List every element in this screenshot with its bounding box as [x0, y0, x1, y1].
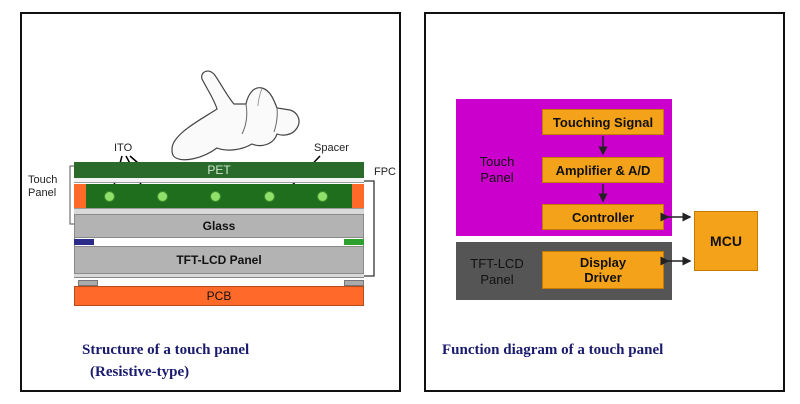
amplifier-ad-block: Amplifier & A/D	[542, 157, 664, 183]
pet-label: PET	[207, 163, 231, 177]
controller-block: Controller	[542, 204, 664, 230]
display-driver-line1: Display	[579, 255, 627, 270]
structure-caption-line1: Structure of a touch panel	[82, 342, 250, 358]
left-standoff	[78, 280, 98, 286]
structure-caption-line2: (Resistive-type)	[90, 364, 190, 380]
fpc-label: FPC	[374, 166, 396, 178]
tft-lcd-zone-label-line2: Panel	[480, 272, 514, 287]
tft-base	[74, 274, 364, 278]
mcu-block: MCU	[694, 211, 758, 271]
polarizer-gap	[74, 238, 364, 246]
spacer-dot	[104, 191, 115, 202]
signal-arrows	[598, 136, 692, 266]
spacer-dot	[157, 191, 168, 202]
left-edge-seal	[74, 184, 86, 208]
glass-label: Glass	[202, 219, 236, 233]
ito-label: ITO	[114, 142, 133, 154]
tft-lcd-layer: TFT-LCD Panel	[74, 246, 364, 274]
touch-panel-zone-label-line1: Touch	[479, 154, 515, 169]
display-driver-block: Display Driver	[542, 251, 664, 289]
pet-layer: PET	[74, 162, 364, 178]
spacer-label: Spacer	[314, 142, 349, 154]
glass-layer: Glass	[74, 214, 364, 238]
finger-icon	[171, 70, 300, 161]
right-edge-seal	[352, 184, 364, 208]
touch-panel-label-line2: Panel	[28, 187, 57, 199]
spacer-dot	[210, 191, 221, 202]
spacer-dot	[264, 191, 275, 202]
function-caption: Function diagram of a touch panel	[442, 342, 664, 358]
pcb-label: PCB	[206, 289, 232, 303]
ito-film-top	[74, 178, 364, 183]
spacer-dot	[317, 191, 328, 202]
left-connector	[74, 239, 94, 245]
right-connector	[344, 239, 364, 245]
display-driver-line2: Driver	[584, 270, 622, 285]
tft-lcd-zone-label-line1: TFT-LCD	[470, 256, 524, 271]
touching-signal-block: Touching Signal	[542, 109, 664, 135]
ito-film-bottom	[74, 208, 364, 214]
right-standoff	[344, 280, 364, 286]
touch-panel-structure-panel: ITO Spacer Touch Panel FPC PET Glass TFT…	[20, 12, 401, 392]
function-diagram-panel: Touch Panel TFT-LCD Panel Touching Signa…	[424, 12, 785, 392]
touch-panel-zone-label-line2: Panel	[480, 170, 514, 185]
tft-lcd-label: TFT-LCD Panel	[176, 253, 262, 267]
touch-panel-label-line1: Touch	[28, 174, 58, 186]
spacer-layer	[74, 184, 364, 208]
pcb-layer: PCB	[74, 286, 364, 306]
